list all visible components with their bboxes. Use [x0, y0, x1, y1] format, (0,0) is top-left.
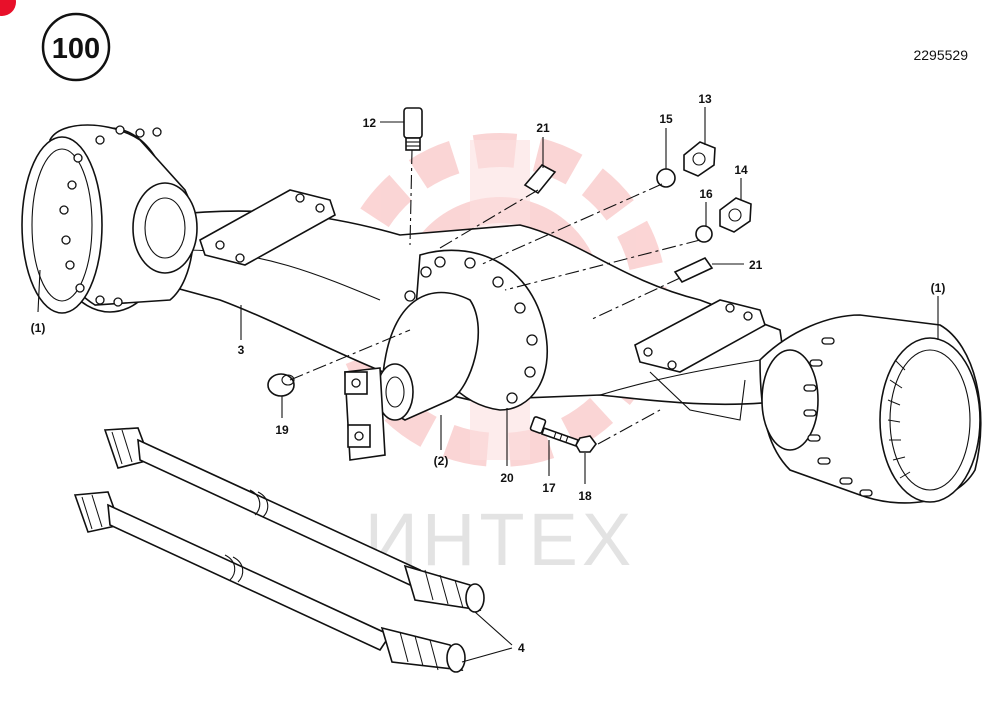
- page-number-circle: [41, 12, 111, 82]
- callout-18: 18: [578, 489, 592, 503]
- callout-3: 3: [238, 343, 245, 357]
- part-13-plug: [683, 141, 716, 177]
- callout-13: 13: [698, 92, 712, 106]
- callout-16: 16: [699, 187, 713, 201]
- part-19-plug: [267, 373, 295, 397]
- callout-21-upper: 21: [536, 121, 550, 135]
- callout-19: 19: [275, 423, 289, 437]
- callout-17: 17: [542, 481, 556, 495]
- right-wheel-hub: [759, 314, 982, 504]
- part-16-washer: [695, 225, 713, 243]
- part-18-nut: [575, 435, 597, 453]
- doc-code: 2295529: [913, 47, 968, 63]
- callout-2: (2): [434, 454, 449, 468]
- leader-lines: [37, 107, 939, 663]
- callout-21-lower: 21: [749, 258, 763, 272]
- right-hub-splines: [887, 359, 911, 479]
- part-14-plug: [719, 197, 752, 233]
- callout-labels: 12 21 15 13 14 16 21 (1) (1) 3 19 (2) 20…: [31, 92, 946, 655]
- right-hub-bolt-slots: [803, 337, 873, 497]
- part-17-bolt: [529, 416, 580, 448]
- left-wheel-hub: [21, 124, 198, 314]
- part-12-breather: [403, 107, 423, 151]
- callout-15: 15: [659, 112, 673, 126]
- callout-14: 14: [734, 163, 748, 177]
- part-21-pin-upper: [523, 163, 557, 195]
- page-number: 100: [52, 33, 100, 65]
- callout-20: 20: [500, 471, 514, 485]
- corner-badge: [0, 0, 16, 16]
- differential-carrier: [344, 249, 548, 461]
- callout-1-right: (1): [931, 281, 946, 295]
- part-4-axle-shaft-upper: [103, 427, 485, 613]
- callout-4: 4: [518, 641, 525, 655]
- part-4-axle-shaft-lower: [73, 491, 466, 673]
- assembly-centerlines: [289, 149, 701, 445]
- callout-12: 12: [363, 116, 377, 130]
- part-21-pin-lower: [673, 256, 714, 284]
- callout-1-left: (1): [31, 321, 46, 335]
- left-hub-bolt-holes: [59, 125, 162, 307]
- part-15-washer: [656, 168, 676, 188]
